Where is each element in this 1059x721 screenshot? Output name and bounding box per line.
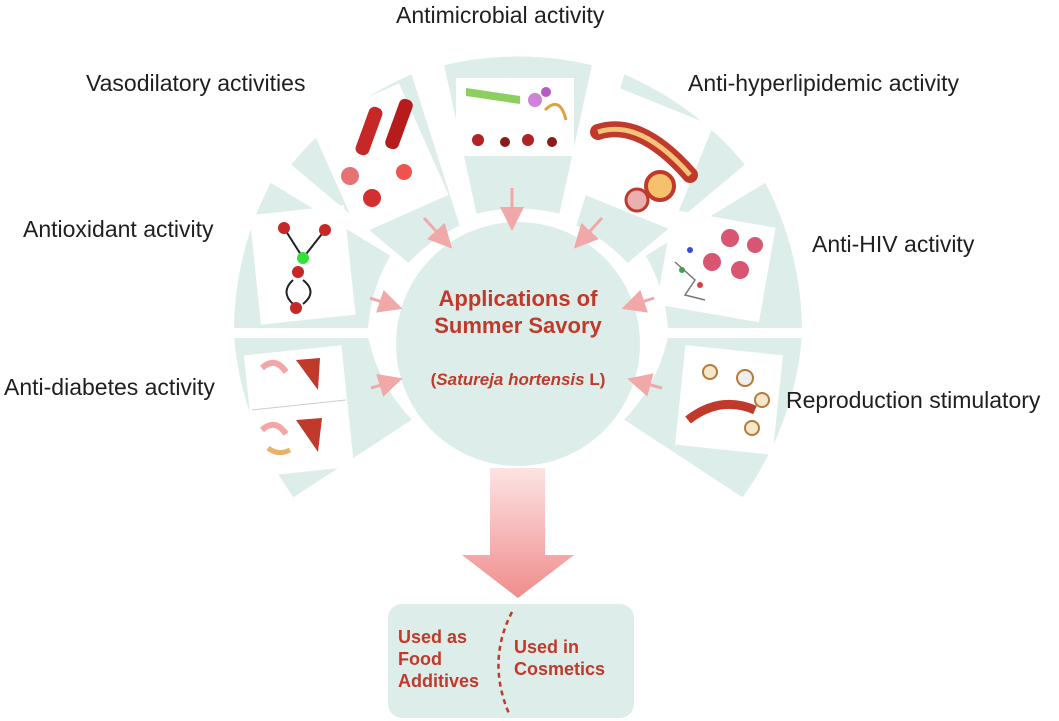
label-reproduction: Reproduction stimulatory	[786, 387, 1041, 413]
antimicrobial-illustration	[456, 78, 574, 156]
center-title-line1: Applications of	[438, 286, 598, 311]
center-circle	[396, 222, 640, 466]
arrow-from-antioxidant	[369, 289, 403, 313]
cosmetics-line1: Used in	[514, 637, 580, 657]
antioxidant-illustration	[249, 205, 356, 325]
sci-genus-species: Satureja hortensis	[436, 370, 585, 389]
label-antimicrobial: Antimicrobial activity	[396, 2, 605, 28]
antihiv-illustration	[656, 209, 776, 323]
arrow-from-antihiv	[621, 289, 655, 313]
cosmetics-line2: Cosmetics	[514, 659, 606, 679]
food-line3: Additives	[398, 671, 480, 691]
label-antihiv: Anti-HIV activity	[812, 231, 975, 257]
food-additives-text: Used as Food Additives	[398, 626, 479, 692]
center-title: Applications of Summer Savory	[393, 285, 643, 339]
center-scientific-name: (Satureja hortensis L)	[393, 370, 643, 390]
label-antidiabetes: Anti-diabetes activity	[4, 374, 215, 400]
arrow-from-reproduction	[627, 373, 663, 397]
arrow-from-antihyperlipidemic	[573, 216, 604, 249]
sci-open-paren: (	[430, 370, 437, 389]
inward-arrows	[369, 188, 663, 397]
big-down-arrow	[462, 468, 574, 598]
uses-box	[388, 604, 634, 718]
vasodilatory-illustration	[309, 83, 449, 235]
antihyperlipidemic-illustration	[572, 86, 714, 230]
food-line2: Food	[398, 649, 442, 669]
center-title-line2: Summer Savory	[434, 313, 602, 338]
thumbnails	[243, 78, 783, 477]
cosmetics-text: Used in Cosmetics	[514, 636, 605, 680]
arrow-from-vasodilatory	[422, 216, 453, 249]
uses-divider	[497, 611, 514, 717]
antidiabetes-illustration	[243, 345, 355, 477]
label-antihyperlipidemic: Anti-hyperlipidemic activity	[688, 70, 959, 96]
arrow-from-antidiabetes	[370, 373, 403, 397]
reproduction-illustration	[675, 345, 783, 455]
label-vasodilatory: Vasodilatory activities	[86, 70, 306, 96]
label-antioxidant: Antioxidant activity	[23, 216, 214, 242]
food-line1: Used as	[398, 627, 468, 647]
sci-suffix: L)	[584, 370, 606, 389]
